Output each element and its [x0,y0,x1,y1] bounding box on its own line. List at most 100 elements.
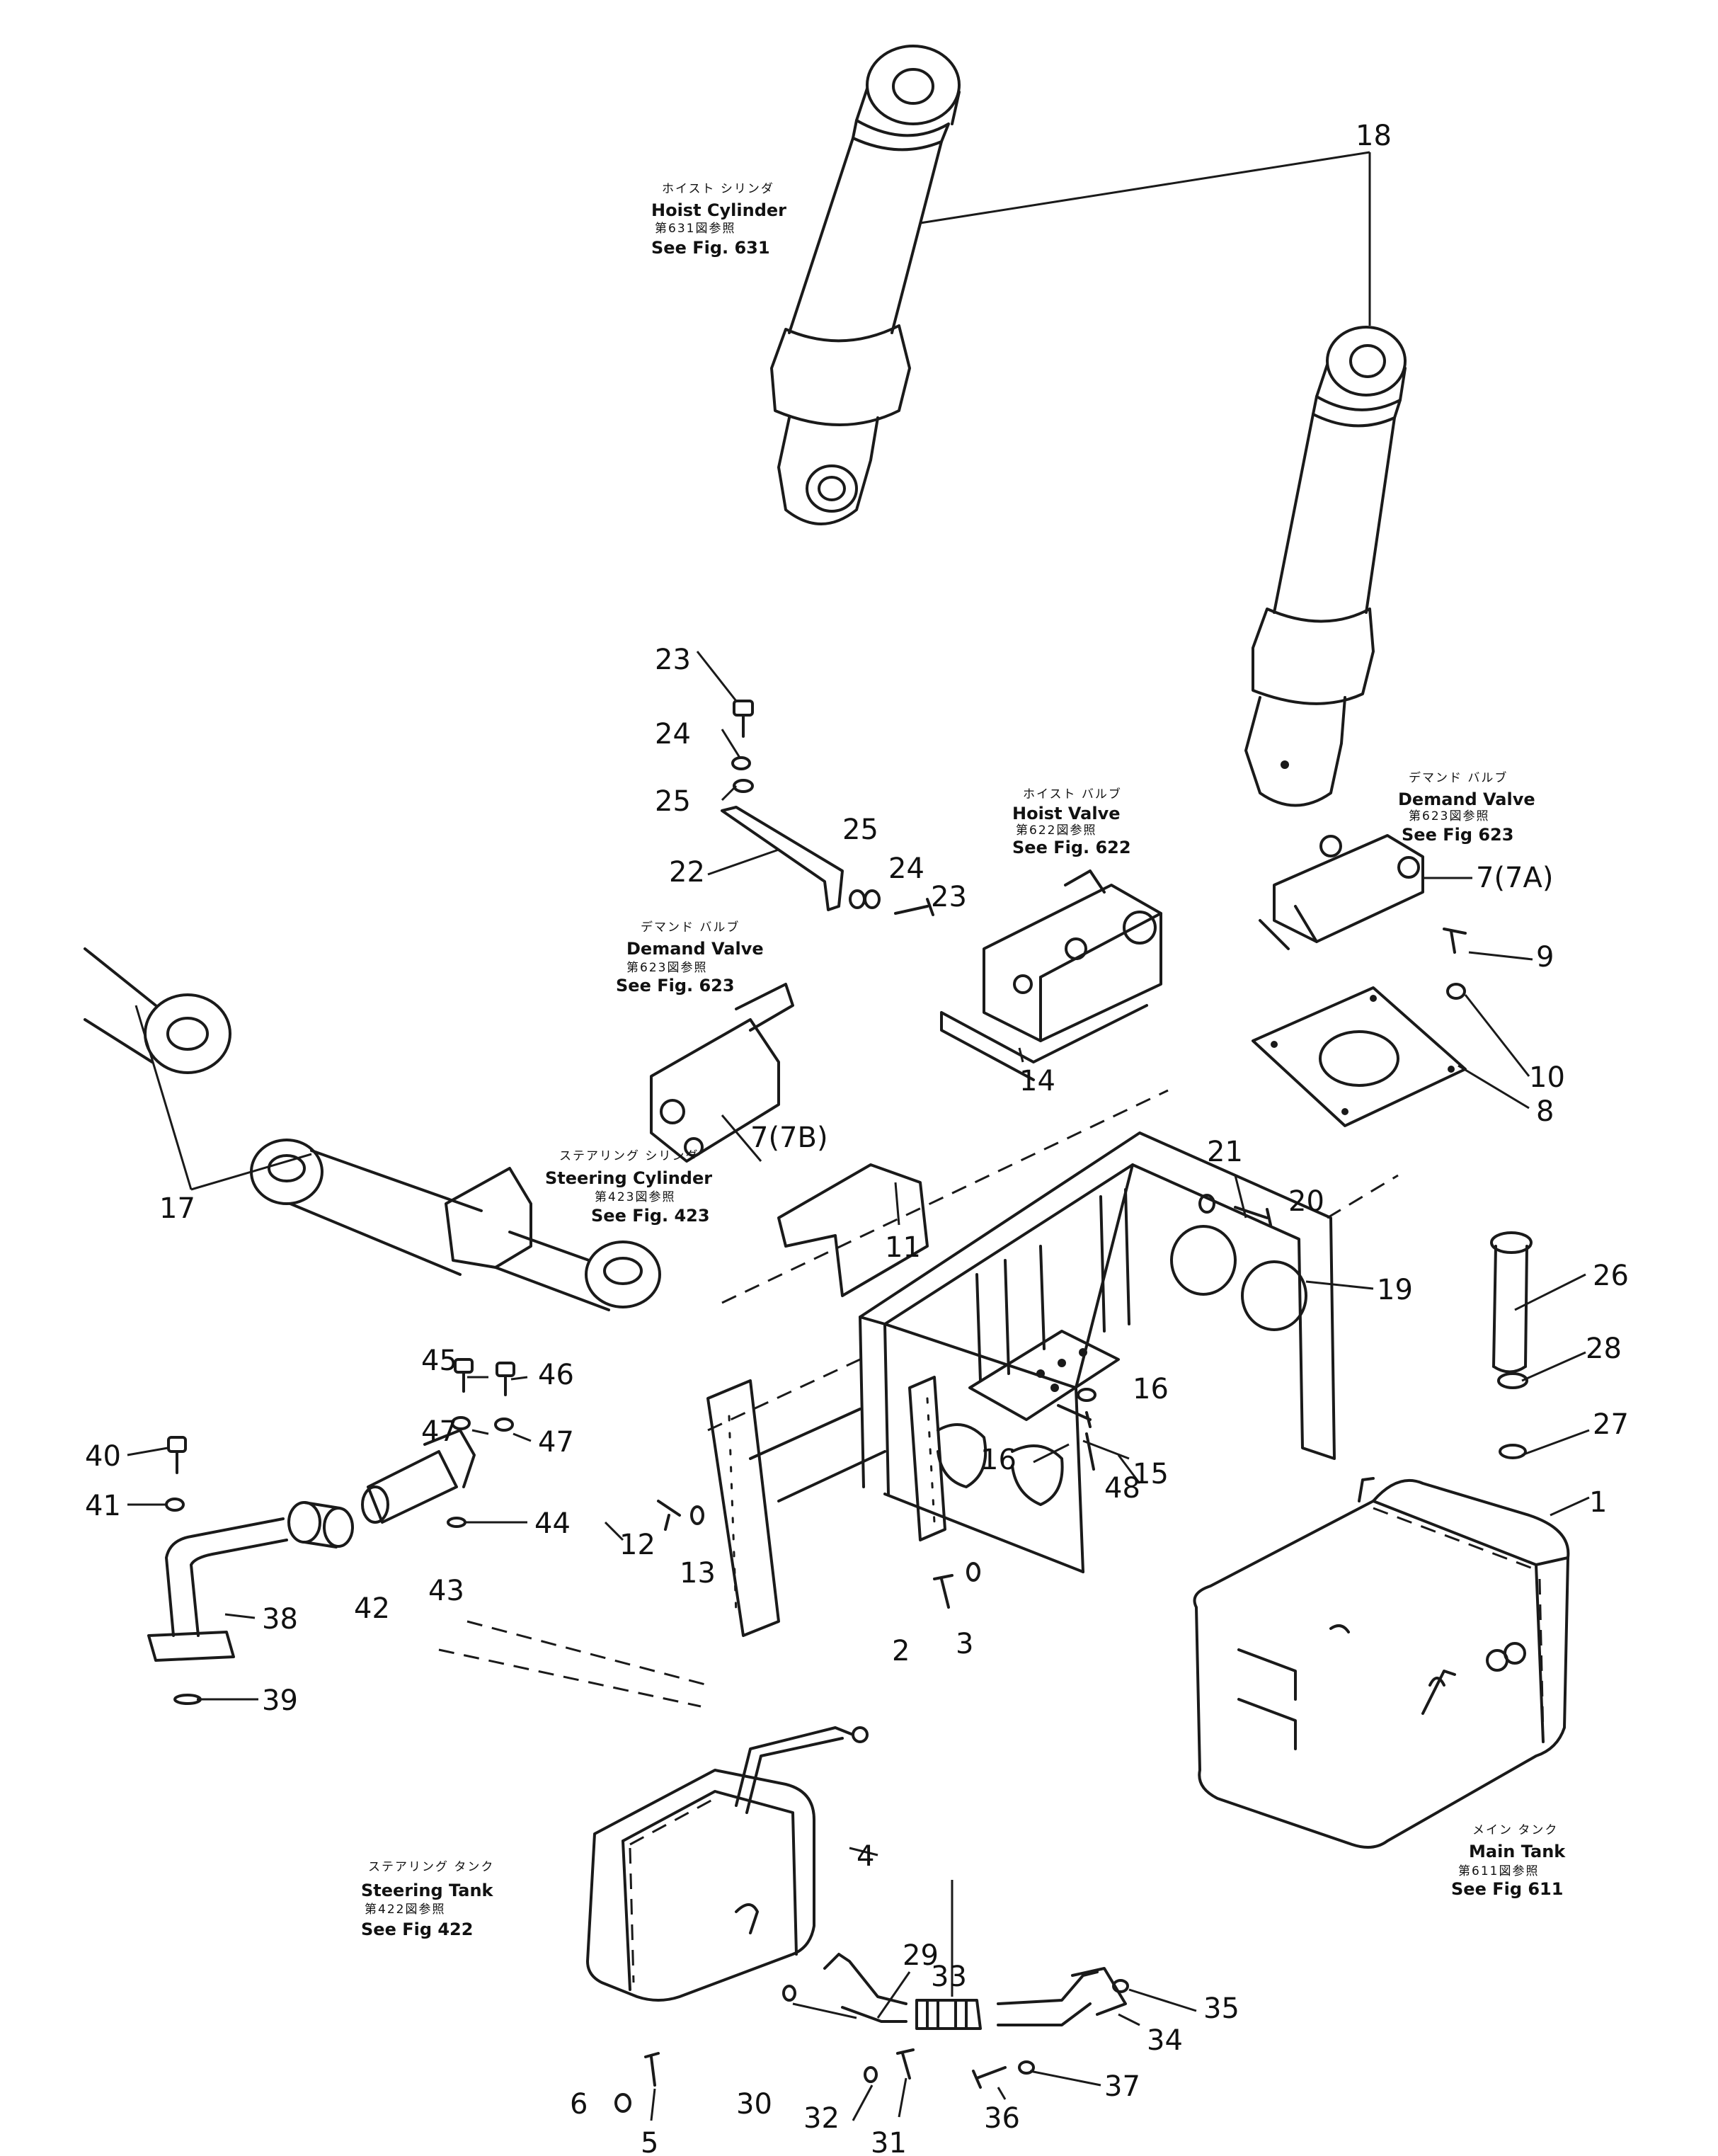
part-28: 28 [1586,1333,1622,1365]
mounting-plate [1252,986,1467,1127]
part-23b: 23 [931,881,967,913]
part-36: 36 [984,2102,1020,2135]
part-6: 6 [570,2088,588,2121]
callout-demand-valve-a: デマンド バルブ Demand Valve 第623図参照 See Fig 62… [1398,770,1535,845]
part-42: 42 [354,1592,390,1625]
hoist-cylinder-right [1244,326,1407,807]
demand-valve-b-see: See Fig. 623 [616,976,735,996]
part-45: 45 [421,1345,457,1377]
demand-valve-a-see: See Fig 623 [1402,825,1513,845]
hoist-valve-name: Hoist Valve [1012,804,1121,823]
part-29: 29 [903,1939,939,1972]
hoist-valve-see: See Fig. 622 [1012,838,1131,857]
callout-main-tank: メイン タンク Main Tank 第611図参照 See Fig 611 [1451,1823,1566,1899]
part-9: 9 [1536,941,1554,974]
callout-hoist-valve: ホイスト バルブ Hoist Valve 第622図参照 See Fig. 62… [1012,787,1131,857]
dashed-guides [438,1089,1399,1708]
part-25a: 25 [655,785,691,818]
part-32: 32 [803,2102,840,2135]
part-43: 43 [428,1575,464,1607]
steering-tank-see: See Fig 422 [361,1920,473,1939]
part-2: 2 [892,1635,910,1667]
pipes-29-33-34 [823,1953,1127,2030]
part-5: 5 [641,2127,658,2156]
pipe-43 [361,1429,476,1524]
demand-valve-b-name: Demand Valve [626,939,764,959]
callout-steering-tank: ステアリング タンク Steering Tank 第422図参照 See Fig… [361,1860,494,1939]
part-10: 10 [1529,1061,1565,1094]
main-tank-see: See Fig 611 [1451,1879,1563,1899]
steering-cylinder-see: See Fig. 423 [591,1206,710,1226]
steering-cylinder [84,947,661,1311]
part-31: 31 [871,2127,907,2156]
part-14: 14 [1019,1065,1055,1097]
steering-cylinder-name: Steering Cylinder [545,1168,712,1188]
part-7a: 7(7A) [1476,862,1553,894]
part-35: 35 [1203,1992,1239,2025]
filler-tube [1490,1231,1533,1459]
part-24b: 24 [888,852,924,885]
part-38: 38 [262,1603,298,1636]
hoist-cylinder-left [770,45,961,525]
part-18: 18 [1356,120,1392,152]
steering-tank-jp: ステアリング タンク [368,1860,494,1874]
part-26: 26 [1593,1260,1629,1292]
part-23a: 23 [655,644,691,676]
callout-steering-cylinder: ステアリング シリンダ Steering Cylinder 第423図参照 Se… [545,1149,712,1226]
fasteners [165,700,1467,2113]
main-tank-ref-jp: 第611図参照 [1458,1864,1539,1878]
hoist-cylinder-jp: ホイスト シリンダ [662,182,774,196]
part-16a: 16 [1133,1373,1169,1405]
part-4: 4 [857,1840,874,1873]
part-34: 34 [1147,2024,1183,2057]
main-tank-name: Main Tank [1469,1842,1566,1861]
part-17: 17 [159,1192,195,1225]
part-40: 40 [85,1440,121,1473]
part-24a: 24 [655,718,691,751]
demand-valve-a-ref-jp: 第623図参照 [1409,809,1489,823]
main-tank [1193,1477,1570,1849]
steering-cylinder-ref-jp: 第423図参照 [595,1190,675,1204]
steering-cylinder-jp: ステアリング シリンダ [559,1149,699,1163]
bracket-22 [721,806,844,911]
frame-assembly [706,1131,1336,1637]
demand-valve-a-name: Demand Valve [1398,789,1535,809]
hoist-valve-ref-jp: 第622図参照 [1016,823,1096,838]
part-33: 33 [931,1961,967,1993]
demand-valve-7a [1259,834,1424,950]
steering-tank-ref-jp: 第422図参照 [365,1903,445,1917]
demand-valve-7b [650,983,794,1163]
callout-demand-valve-b: デマンド バルブ Demand Valve 第623図参照 See Fig. 6… [616,920,764,996]
part-13: 13 [680,1557,716,1590]
steering-tank-name: Steering Tank [361,1881,494,1900]
part-47a: 47 [421,1415,457,1448]
part-22: 22 [669,856,705,889]
part-16b: 16 [980,1444,1017,1476]
demand-valve-a-jp: デマンド バルブ [1409,770,1508,785]
demand-valve-b-jp: デマンド バルブ [641,920,740,935]
hoist-cylinder-ref-jp: 第631図参照 [655,222,735,236]
part-3: 3 [956,1628,973,1660]
part-21: 21 [1207,1136,1243,1168]
part-1: 1 [1589,1486,1607,1519]
callout-hoist-cylinder: ホイスト シリンダ Hoist Cylinder 第631図参照 See Fig… [651,182,786,258]
part-8: 8 [1536,1095,1554,1128]
part-47b: 47 [538,1426,574,1459]
part-39: 39 [262,1684,298,1717]
part-12: 12 [619,1529,655,1561]
bracket-11 [777,1163,929,1297]
part-number-labels: 1 2 3 4 5 6 7(7A) 7(7B) 8 9 10 11 12 13 … [85,120,1629,2156]
part-30: 30 [736,2088,772,2121]
hose-42 [287,1501,354,1548]
part-20: 20 [1288,1185,1324,1218]
part-25b: 25 [842,814,878,846]
hoist-cylinder-name: Hoist Cylinder [651,200,786,220]
hoist-cylinder-see: See Fig. 631 [651,238,770,258]
hoist-valve [940,869,1162,1081]
part-7b: 7(7B) [750,1122,828,1154]
demand-valve-b-ref-jp: 第623図参照 [626,961,707,975]
part-19: 19 [1377,1274,1413,1306]
hoist-valve-jp: ホイスト バルブ [1023,787,1122,802]
part-11: 11 [885,1231,921,1264]
